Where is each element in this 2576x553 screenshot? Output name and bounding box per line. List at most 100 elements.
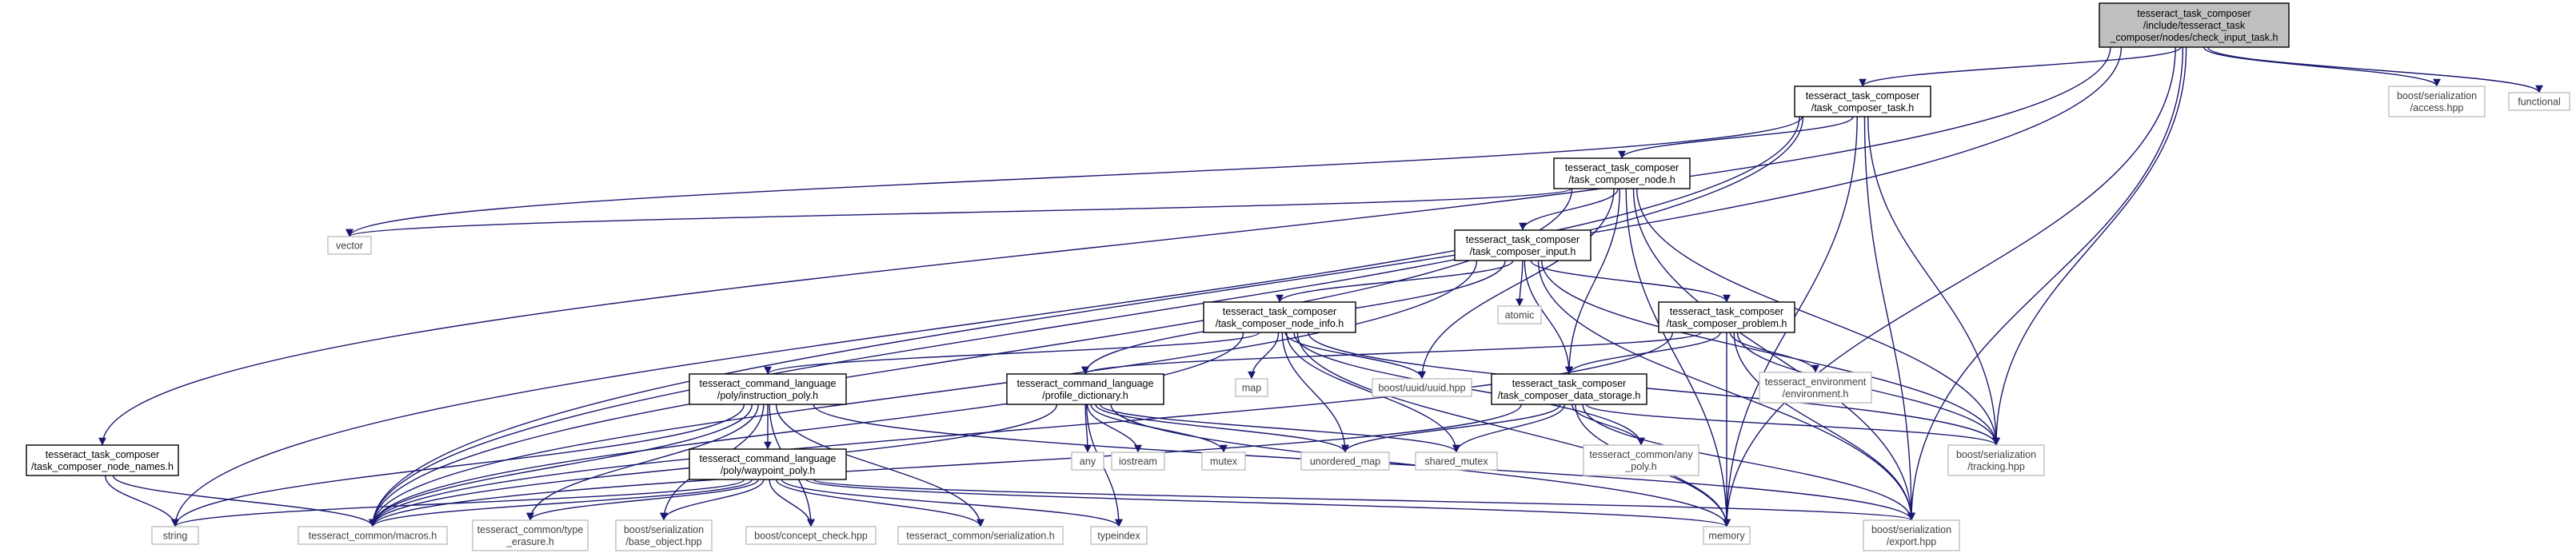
node-map: map (1235, 378, 1268, 397)
edge-problem_h-to-macros (369, 332, 1673, 527)
edge-node_info_h-to-instruction_poly (764, 332, 1260, 375)
edge-node_h-to-macros (369, 188, 1573, 527)
node-label-environment-0: tesseract_environment (1765, 376, 1867, 388)
node-atomic: atomic (1497, 305, 1542, 324)
node-label-any-0: any (1080, 456, 1096, 467)
node-input_h[interactable]: tesseract_task_composer/task_composer_in… (1454, 229, 1592, 261)
node-task_h[interactable]: tesseract_task_composer/task_composer_ta… (1794, 86, 1931, 117)
node-box-shared_mutex (1415, 452, 1498, 471)
node-box-memory (1703, 526, 1751, 545)
node-node_h[interactable]: tesseract_task_composer/task_composer_no… (1553, 157, 1691, 189)
node-label-problem_h-0: tesseract_task_composer (1670, 306, 1783, 317)
node-label-any_poly-0: tesseract_common/any (1589, 449, 1693, 460)
edge-node_info_h-to-unordered_map (1281, 332, 1349, 453)
edge-input_h-to-tracking (1540, 260, 2000, 446)
edges-layer (98, 46, 2543, 527)
edge-problem_h-to-profile_dictionary (1081, 332, 1702, 375)
node-concept_check: boost/concept_check.hpp (745, 526, 877, 545)
node-box-serialization (897, 526, 1064, 545)
edge-data_storage-to-export (1582, 404, 1915, 521)
edge-profile_dictionary-to-any (1084, 404, 1092, 453)
edge-data_storage-to-shared_mutex (1452, 404, 1566, 453)
node-label-memory-0: memory (1708, 531, 1745, 542)
edge-data_storage-to-tracking (1585, 404, 2000, 446)
node-box-unordered_map (1300, 452, 1390, 471)
edge-task_h-to-string (171, 116, 1800, 527)
node-label-access-0: boost/serialization (2397, 90, 2477, 101)
edge-root-to-export (1907, 46, 2184, 521)
node-box-environment (1759, 372, 1872, 404)
edge-input_h-to-export (1537, 260, 1915, 521)
node-box-export (1863, 519, 1960, 551)
node-access: boost/serialization/access.hpp (2388, 86, 2486, 117)
node-label-node_h-0: tesseract_task_composer (1565, 162, 1679, 173)
node-label-export-0: boost/serialization (1871, 524, 1951, 535)
edge-instruction_poly-to-serialization (775, 404, 984, 527)
edge-node_names-to-macros (112, 475, 377, 527)
node-box-access (2388, 86, 2486, 117)
node-label-base_object-1: /base_object.hpp (625, 536, 701, 547)
node-box-string (151, 526, 199, 545)
node-label-typeindex-0: typeindex (1097, 531, 1140, 542)
node-box-mutex (1201, 452, 1246, 471)
node-label-input_h-1: /task_composer_input.h (1470, 246, 1576, 257)
edge-waypoint_poly-to-string (171, 479, 745, 527)
edge-input_h-to-data_storage (1524, 260, 1573, 375)
edge-instruction_poly-to-string (171, 404, 745, 527)
edge-task_h-to-tracking (1867, 116, 2000, 446)
node-label-tracking-1: /tracking.hpp (1967, 461, 2025, 472)
edge-data_storage-to-any_poly (1571, 404, 1645, 446)
edge-node_names-to-string (104, 475, 179, 527)
node-export: boost/serialization/export.hpp (1863, 519, 1960, 551)
edge-waypoint_poly-to-macros (369, 479, 753, 527)
edge-node_info_h-to-memory (1296, 332, 1731, 527)
node-waypoint_poly[interactable]: tesseract_command_language/poly/waypoint… (689, 448, 847, 480)
node-label-vector-0: vector (336, 241, 363, 252)
node-label-uuid-0: boost/uuid/uuid.hpp (1378, 383, 1465, 394)
edge-waypoint_poly-to-base_object (660, 479, 765, 521)
nodes-layer: tesseract_task_composer/include/tesserac… (26, 2, 2570, 551)
edge-node_h-to-tracking (1636, 188, 2000, 446)
node-problem_h[interactable]: tesseract_task_composer/task_composer_pr… (1658, 301, 1795, 333)
node-label-export-1: /export.hpp (1887, 536, 1937, 547)
node-tracking: boost/serialization/tracking.hpp (1947, 444, 2045, 476)
node-root[interactable]: tesseract_task_composer/include/tesserac… (2099, 2, 2290, 48)
edge-root-to-access (2203, 46, 2441, 87)
node-label-root-2: _composer/nodes/check_input_task.h (2110, 32, 2278, 43)
node-iostream: iostream (1111, 452, 1165, 471)
node-any: any (1071, 452, 1104, 471)
edge-task_h-to-macros (369, 116, 1804, 527)
node-label-iostream-0: iostream (1119, 456, 1157, 467)
node-mutex: mutex (1201, 452, 1246, 471)
node-label-instruction_poly-1: /poly/instruction_poly.h (717, 390, 818, 401)
node-data_storage[interactable]: tesseract_task_composer/task_composer_da… (1491, 373, 1647, 405)
node-label-concept_check-0: boost/concept_check.hpp (754, 531, 868, 542)
node-vector: vector (327, 236, 372, 255)
node-node_names[interactable]: tesseract_task_composer/task_composer_no… (26, 444, 179, 476)
edge-node_h-to-memory (1625, 188, 1731, 527)
node-label-map-0: map (1242, 383, 1261, 394)
node-box-node_info_h (1203, 301, 1356, 333)
node-instruction_poly[interactable]: tesseract_command_language/poly/instruct… (689, 373, 847, 405)
node-label-functional-0: functional (2518, 97, 2561, 108)
node-label-serialization-0: tesseract_common/serialization.h (906, 531, 1055, 542)
node-serialization: tesseract_common/serialization.h (897, 526, 1064, 545)
edge-node_info_h-to-map (1248, 332, 1280, 380)
edge-input_h-to-macros (369, 260, 1478, 527)
node-environment: tesseract_environment/environment.h (1759, 372, 1872, 404)
node-box-problem_h (1658, 301, 1795, 333)
edge-root-to-task_h (1859, 46, 2182, 87)
node-typeindex: typeindex (1090, 526, 1148, 545)
edge-profile_dictionary-to-unordered_map (1095, 404, 1349, 453)
node-label-instruction_poly-0: tesseract_command_language (700, 378, 837, 389)
edge-root-to-memory (1723, 46, 2176, 527)
edge-root-to-tracking (1992, 46, 2187, 446)
edge-profile_dictionary-to-iostream (1086, 404, 1142, 453)
node-profile_dictionary[interactable]: tesseract_command_language/profile_dicti… (1006, 373, 1164, 405)
edge-node_h-to-uuid (1418, 188, 1615, 380)
node-node_info_h[interactable]: tesseract_task_composer/task_composer_no… (1203, 301, 1356, 333)
node-box-iostream (1111, 452, 1165, 471)
edge-task_h-to-vector (345, 116, 1803, 237)
node-label-type_erasure-0: tesseract_common/type (477, 524, 584, 535)
